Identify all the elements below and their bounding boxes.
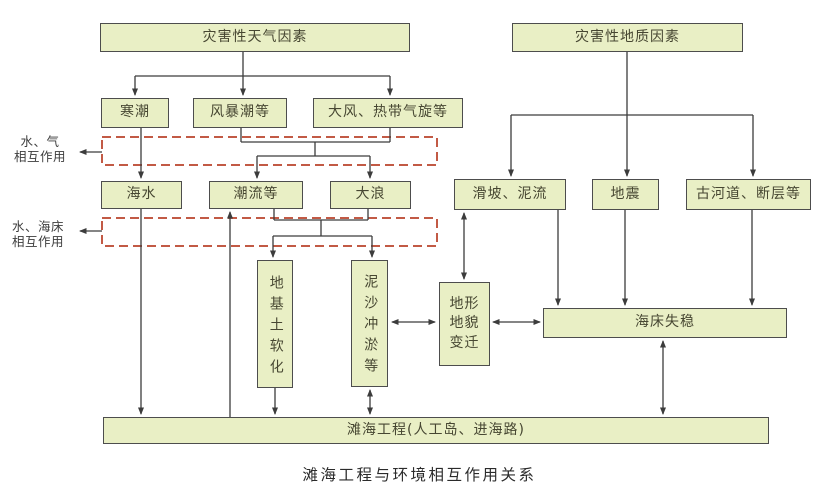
node-seawater: 海水 [101, 181, 182, 209]
water-air-label-line1: 水、气 [20, 134, 60, 149]
node-tidal-current: 潮流等 [209, 181, 303, 209]
water-air-interaction-label: 水、气 相互作用 [7, 134, 73, 165]
water-seabed-label-line2: 相互作用 [11, 234, 64, 250]
figure-caption: 滩海工程与环境相互作用关系 [302, 466, 537, 484]
water-seabed-interaction-label: 水、海床 相互作用 [4, 219, 72, 250]
water-air-label-line2: 相互作用 [13, 149, 66, 165]
water-air-interaction-zone [101, 136, 438, 166]
node-foundation-softening: 地基土软化 [257, 260, 293, 388]
node-strong-wind: 大风、热带气旋等 [313, 98, 463, 128]
node-geological-factors: 灾害性地质因素 [512, 23, 743, 52]
node-landslide-mudflow: 滑坡、泥流 [454, 179, 566, 210]
node-sediment-erosion: 泥沙冲淤等 [351, 260, 388, 387]
node-topography-change: 地形地貌变迁 [439, 282, 490, 366]
node-storm-surge: 风暴潮等 [193, 98, 287, 128]
node-paleochannel-fault: 古河道、断层等 [686, 179, 811, 210]
node-cold-wave: 寒潮 [101, 98, 169, 128]
water-seabed-interaction-zone [101, 217, 438, 247]
node-big-waves: 大浪 [330, 181, 411, 209]
node-coastal-engineering: 滩海工程(人工岛、进海路) [103, 417, 769, 444]
water-seabed-label-line1: 水、海床 [11, 219, 64, 234]
node-weather-factors: 灾害性天气因素 [100, 23, 410, 52]
node-seabed-instability: 海床失稳 [543, 308, 787, 338]
node-earthquake: 地震 [592, 179, 659, 210]
